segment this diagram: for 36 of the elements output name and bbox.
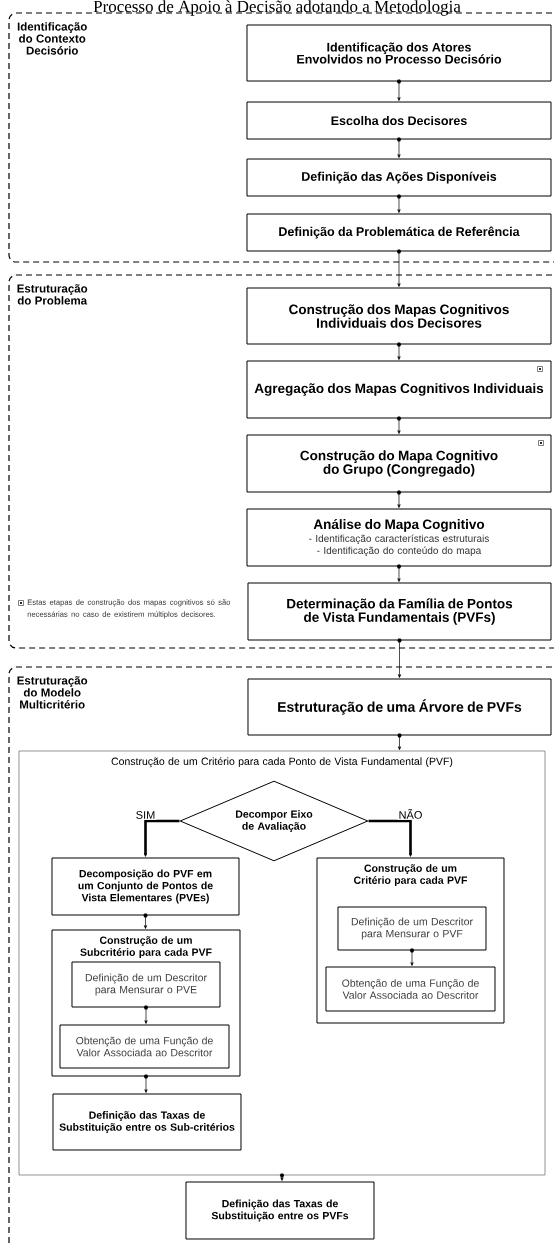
arrow bbox=[143, 913, 148, 929]
arrow bbox=[396, 416, 402, 434]
arrow bbox=[396, 194, 402, 213]
process-box: Decomposição do PVF em um Conjunto de Pontos de Vista Elementares (PVEs) bbox=[51, 857, 240, 916]
arrow bbox=[368, 819, 412, 857]
process-box: Obtenção de uma Função de Valor Associada ao Descritor bbox=[59, 1024, 230, 1069]
arrow bbox=[144, 819, 180, 857]
arrow bbox=[409, 948, 415, 966]
arrow bbox=[396, 79, 402, 101]
arrow bbox=[143, 1074, 149, 1093]
arrow bbox=[279, 1173, 285, 1181]
arrow bbox=[396, 564, 402, 582]
process-box: Definição de um Descritor para Mensurar o PVE bbox=[71, 961, 221, 1008]
process-box: Construção dos Mapas Cognitivos Individuais dos Decisores bbox=[246, 287, 552, 345]
process-box: Identificação dos Atores Envolvidos no Processo Decisório bbox=[246, 24, 552, 82]
arrow bbox=[396, 342, 402, 360]
arrow bbox=[396, 249, 402, 287]
arrow bbox=[397, 733, 402, 751]
arrow bbox=[396, 490, 402, 508]
process-box: Análise do Mapa Cognitivo - Identificação características estruturais - Identificação do conteúdo do mapa bbox=[246, 508, 552, 567]
process-box: Definição da Problemática de Referência bbox=[246, 213, 552, 252]
edge-label: SIM bbox=[134, 810, 157, 820]
process-box: Definição das Ações Disponíveis bbox=[246, 158, 552, 197]
process-box: Estruturação de uma Árvore de PVFs bbox=[247, 678, 552, 736]
process-box: Escolha dos Decisores bbox=[246, 101, 552, 140]
process-box: Definição das Taxas de Substituição entre os PVFs bbox=[185, 1181, 375, 1240]
arrow bbox=[143, 1005, 149, 1024]
process-box: Construção do Mapa Cognitivo do Grupo (Congregado) bbox=[246, 434, 552, 493]
edge-label: NÃO bbox=[397, 808, 424, 820]
process-box: Definição das Taxas de Substituição entre os Sub-critérios bbox=[52, 1093, 242, 1151]
arrow bbox=[396, 137, 402, 158]
arrow bbox=[397, 638, 402, 678]
process-box: Agregação dos Mapas Cognitivos Individuais bbox=[246, 360, 552, 419]
process-box: Determinação da Família de Pontos de Vista Fundamentais (PVFs) bbox=[247, 582, 552, 641]
process-box: Obtenção de uma Função de Valor Associada ao Descritor bbox=[325, 966, 496, 1012]
process-box: Definição de um Descritor para Mensurar o PVF bbox=[337, 906, 487, 951]
